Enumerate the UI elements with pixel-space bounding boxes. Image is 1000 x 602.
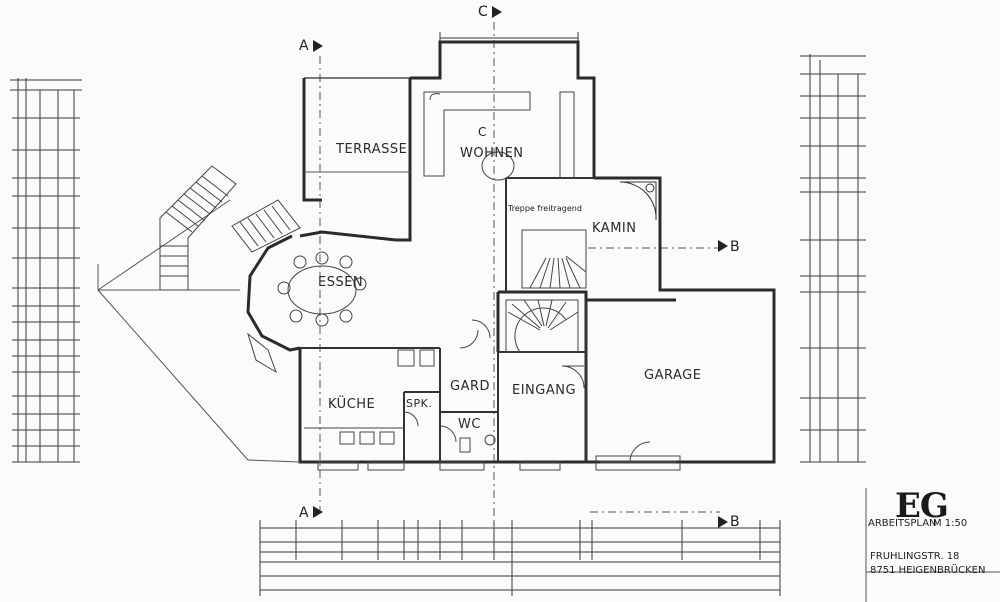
- section-marker-b-bottom: B: [730, 514, 740, 530]
- room-label-wc: WC: [458, 417, 481, 432]
- kitchen-fixtures: [304, 349, 496, 453]
- room-label-kueche: KÜCHE: [328, 397, 376, 412]
- plan-scale: M 1:50: [933, 518, 968, 529]
- room-label-terrasse: TERRASSE: [336, 142, 408, 157]
- interior-stair: [505, 229, 587, 353]
- title-block-frame: [865, 488, 1000, 602]
- sofa-furniture: [423, 91, 575, 181]
- room-label-garage: GARAGE: [644, 368, 702, 383]
- inner-walls: [300, 177, 594, 462]
- address-city: 8751 HEIGENBRÜCKEN: [870, 565, 986, 576]
- section-arrows: [313, 6, 728, 528]
- room-label-wohnen: WOHNEN: [460, 146, 524, 161]
- room-label-eingang: EINGANG: [512, 383, 577, 398]
- outer-walls: [246, 40, 776, 464]
- plan-type: ARBEITSPLAN: [868, 518, 937, 529]
- exterior-stair: [159, 165, 301, 374]
- section-marker-c-mid: C: [478, 125, 487, 139]
- address-street: FRUHLINGSTR. 18: [870, 551, 960, 562]
- section-marker-b-right: B: [730, 239, 740, 255]
- plan-code: EG: [895, 486, 949, 526]
- door-swings: [403, 319, 651, 463]
- room-label-kamin: KAMIN: [592, 221, 637, 236]
- stair-annotation: Treppe freitragend: [508, 204, 582, 213]
- dining-table: [277, 251, 367, 327]
- room-label-gard: GARD: [450, 379, 491, 394]
- right-dimension-chain: [800, 54, 866, 463]
- section-marker-a-top: A: [299, 38, 309, 54]
- bottom-dimension-chain: [259, 520, 781, 596]
- room-label-spk: SPK.: [406, 397, 433, 410]
- left-dimension-chain: [10, 78, 82, 463]
- garage-door: [595, 455, 681, 471]
- room-label-essen: ESSEN: [318, 275, 364, 290]
- section-marker-a-bottom: A: [299, 505, 309, 521]
- terrace-outline: [97, 171, 410, 463]
- fireplace: [619, 181, 657, 221]
- section-marker-c-top: C: [478, 4, 488, 20]
- front-windows: [317, 461, 561, 471]
